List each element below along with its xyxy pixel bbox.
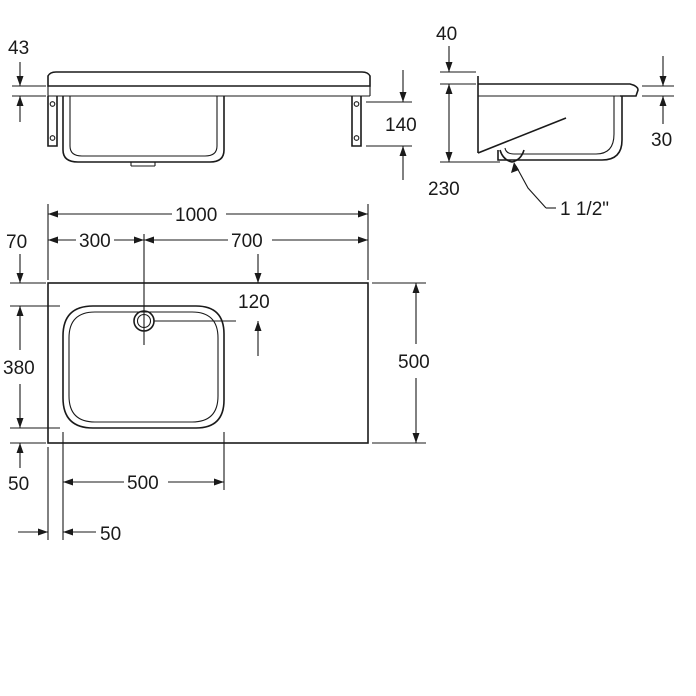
front-right-bracket [351, 96, 362, 147]
plan-bowl-outline [62, 305, 225, 429]
dim-rim-thickness: 43 [8, 38, 29, 59]
side-support-diagonal [477, 117, 567, 154]
dim-front-height: 140 [385, 115, 417, 136]
front-view: 43 140 [8, 38, 417, 180]
dim-left-to-waste: 300 [79, 231, 111, 252]
side-rim-outline [478, 83, 639, 97]
side-view: 40 230 30 1 1/2" [428, 24, 674, 220]
dim-bottom-offset: 50 [8, 474, 29, 495]
dim-side-rim-height: 30 [651, 130, 672, 151]
dim-waste-offset: 120 [238, 292, 270, 313]
plan-view: 1000 300 700 120 70 380 50 [3, 204, 430, 545]
front-left-bracket [47, 96, 58, 147]
dim-waste-to-right: 700 [231, 231, 263, 252]
dim-side-top-gap: 40 [436, 24, 457, 45]
dim-overall-depth: 500 [398, 352, 430, 373]
dim-overall-width: 1000 [175, 205, 217, 226]
dim-left-offset: 50 [100, 524, 121, 545]
dim-side-total-height: 230 [428, 179, 460, 200]
plan-bowl-inner [68, 311, 219, 423]
front-bowl-outline [62, 96, 225, 163]
side-drain [499, 149, 525, 163]
waste-size-label: 1 1/2" [560, 199, 609, 220]
dim-bowl-width: 500 [127, 473, 159, 494]
side-bowl-outline [497, 96, 623, 161]
front-rim-outline [47, 71, 371, 87]
dim-top-offset: 70 [6, 232, 27, 253]
dim-bowl-depth: 380 [3, 358, 35, 379]
plan-top-outline [47, 282, 369, 444]
